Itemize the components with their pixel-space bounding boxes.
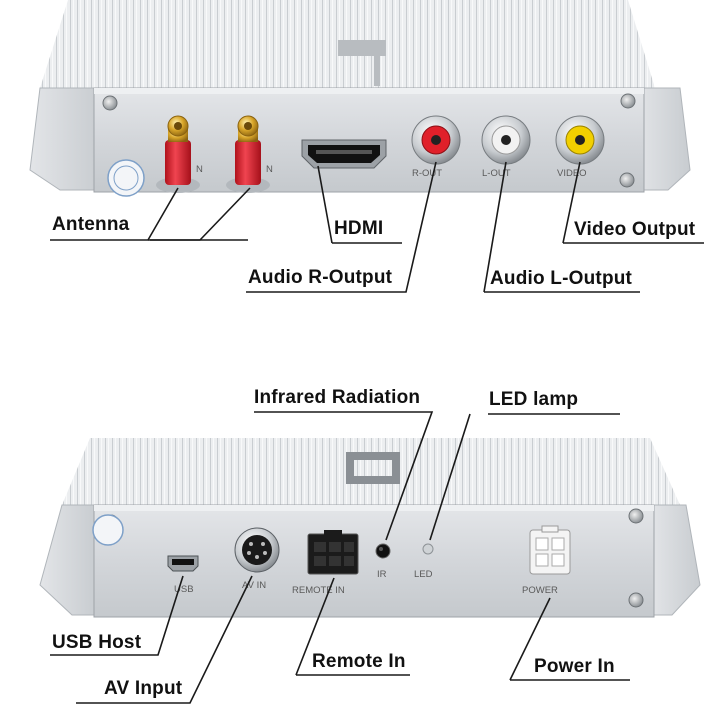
usb-host-callout: USB Host: [52, 632, 142, 653]
power-port-label: POWER: [522, 585, 558, 596]
antenna-2-port-label: N: [266, 164, 273, 175]
bottom-panel-highlight: [94, 505, 654, 511]
rca-video-jack-icon: VIDEO: [555, 115, 605, 179]
audio-r-output-callout: Audio R-Output: [248, 267, 393, 288]
audio-l-port-label: L-OUT: [482, 168, 511, 179]
top-housing-mark: [338, 40, 386, 56]
top-callout-lines: [50, 161, 704, 293]
av-input-callout: AV Input: [104, 678, 183, 699]
top-panel-highlight: [94, 88, 644, 94]
led-port-label: LED: [414, 569, 433, 580]
bottom-housing-mark-top: [346, 452, 400, 460]
video-leader-vertical: [562, 161, 581, 244]
remote-in-port-label: REMOTE IN: [292, 585, 345, 596]
av-input-leader: [76, 575, 253, 704]
mini-usb-port-icon: USB: [167, 555, 199, 595]
qc-seal-icon: [107, 159, 145, 197]
usb-port-label: USB: [174, 584, 194, 595]
bottom-left-wing: [39, 504, 97, 616]
top-left-wing: [29, 87, 101, 191]
rca-audio-r-jack-icon: R-OUT: [411, 115, 461, 179]
video-output-callout: Video Output: [574, 219, 696, 240]
hdmi-port-icon: [301, 139, 387, 169]
led-lamp-callout: LED lamp: [489, 389, 579, 410]
audio-l-output-callout: Audio L-Output: [490, 268, 633, 289]
antenna-leader-2: [150, 187, 251, 241]
video-port-label: VIDEO: [557, 168, 587, 179]
ir-port-label: IR: [377, 569, 387, 580]
audio-r-leader: [246, 161, 437, 293]
remote-leader-vertical: [295, 577, 335, 676]
av-in-svideo-port-icon: AV IN: [234, 527, 280, 591]
led-leader-vertical: [429, 413, 471, 541]
bottom-right-wing: [649, 504, 701, 616]
screw-icon: [628, 592, 644, 608]
hdmi-callout: HDMI: [334, 218, 384, 239]
screw-icon: [628, 508, 644, 524]
infrared-radiation-callout: Infrared Radiation: [254, 387, 421, 408]
antenna-connector-2: N: [226, 115, 273, 193]
top-device: N N R-OUT L-OUT: [29, 0, 691, 197]
power-in-callout: Power In: [534, 656, 615, 677]
remote-in-callout: Remote In: [312, 651, 406, 672]
bottom-housing-mark-bottom: [346, 476, 400, 484]
usb-leader: [50, 575, 184, 656]
antenna-callout: Antenna: [52, 214, 130, 235]
power-leader-vertical: [509, 597, 551, 681]
av-in-port-label: AV IN: [242, 580, 266, 591]
audio-r-port-label: R-OUT: [412, 168, 442, 179]
bottom-device: USB AV IN REMOTE IN IR LED: [39, 438, 701, 618]
bottom-housing: [62, 438, 680, 505]
audio-l-leader-vertical: [483, 161, 507, 293]
led-lamp-icon: LED: [414, 543, 434, 580]
ir-receiver-icon: IR: [375, 543, 391, 580]
qc-seal-inner: [113, 165, 139, 191]
screw-icon: [102, 95, 118, 111]
top-housing-mark-stem: [374, 56, 380, 86]
bottom-housing-mark-left: [346, 460, 354, 476]
antenna-connector-1: N: [156, 115, 203, 193]
infrared-leader: [254, 411, 434, 541]
screw-icon: [619, 172, 635, 188]
screw-icon: [620, 93, 636, 109]
power-connector-icon: POWER: [522, 525, 571, 596]
remote-in-port-icon: REMOTE IN: [292, 530, 359, 596]
hdmi-leader-vertical: [317, 165, 333, 244]
antenna-1-port-label: N: [196, 164, 203, 175]
bottom-callout-lines: [50, 411, 630, 704]
bottom-housing-mark-right: [392, 460, 400, 476]
qc-seal-icon: [92, 514, 124, 546]
